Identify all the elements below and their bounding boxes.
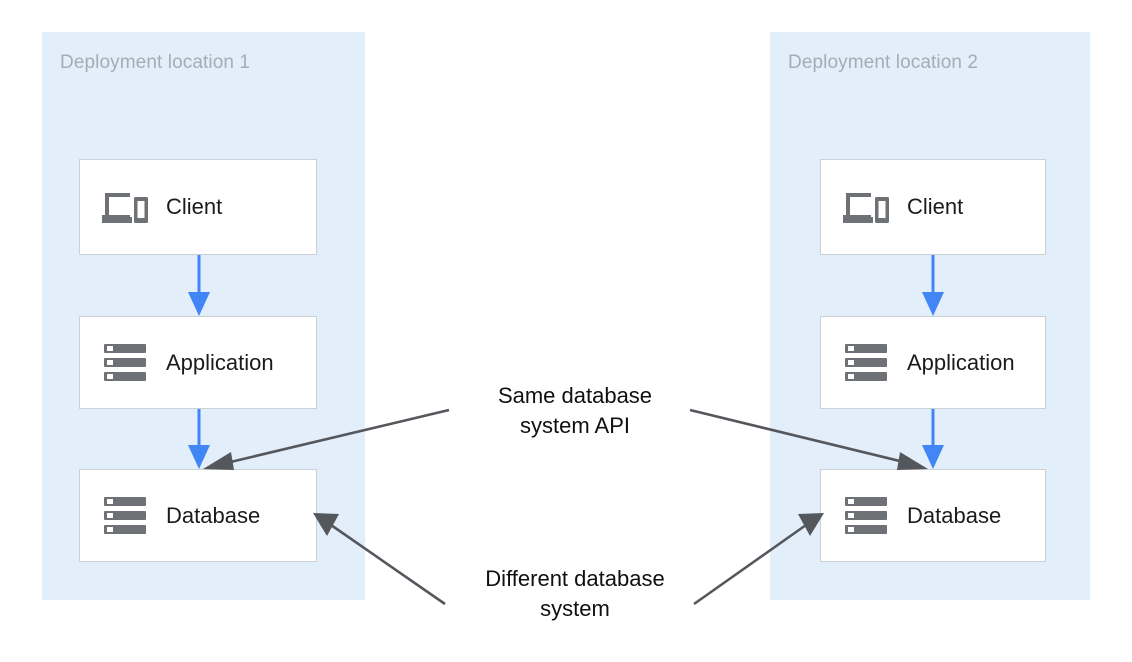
node-client-location-1-label: Client bbox=[166, 194, 223, 219]
deployment-location-1-title: Deployment location 1 bbox=[60, 52, 251, 73]
node-database-location-2-label: Database bbox=[907, 502, 1002, 528]
node-client-location-1[interactable]: Client bbox=[79, 159, 317, 255]
node-application-location-2-label: Application bbox=[907, 349, 1015, 375]
node-client-location-2-label: Client bbox=[907, 194, 964, 219]
server-icon bbox=[843, 343, 889, 383]
node-database-location-2[interactable]: Database bbox=[820, 469, 1046, 562]
node-database-location-1[interactable]: Database bbox=[79, 469, 317, 562]
server-icon bbox=[102, 496, 148, 536]
node-client-location-2[interactable]: Client bbox=[820, 159, 1046, 255]
devices-icon bbox=[843, 187, 889, 227]
server-icon bbox=[843, 496, 889, 536]
node-database-location-1-label: Database bbox=[166, 502, 261, 528]
annotation-same-database-system-api: Same database system API bbox=[497, 383, 653, 438]
node-application-location-1-label: Application bbox=[166, 349, 274, 375]
node-application-location-1[interactable]: Application bbox=[79, 316, 317, 409]
annotation-different-database-system: Different database system bbox=[485, 566, 665, 621]
devices-icon bbox=[102, 187, 148, 227]
deployment-location-2-title: Deployment location 2 bbox=[788, 52, 979, 73]
server-icon bbox=[102, 343, 148, 383]
node-application-location-2[interactable]: Application bbox=[820, 316, 1046, 409]
